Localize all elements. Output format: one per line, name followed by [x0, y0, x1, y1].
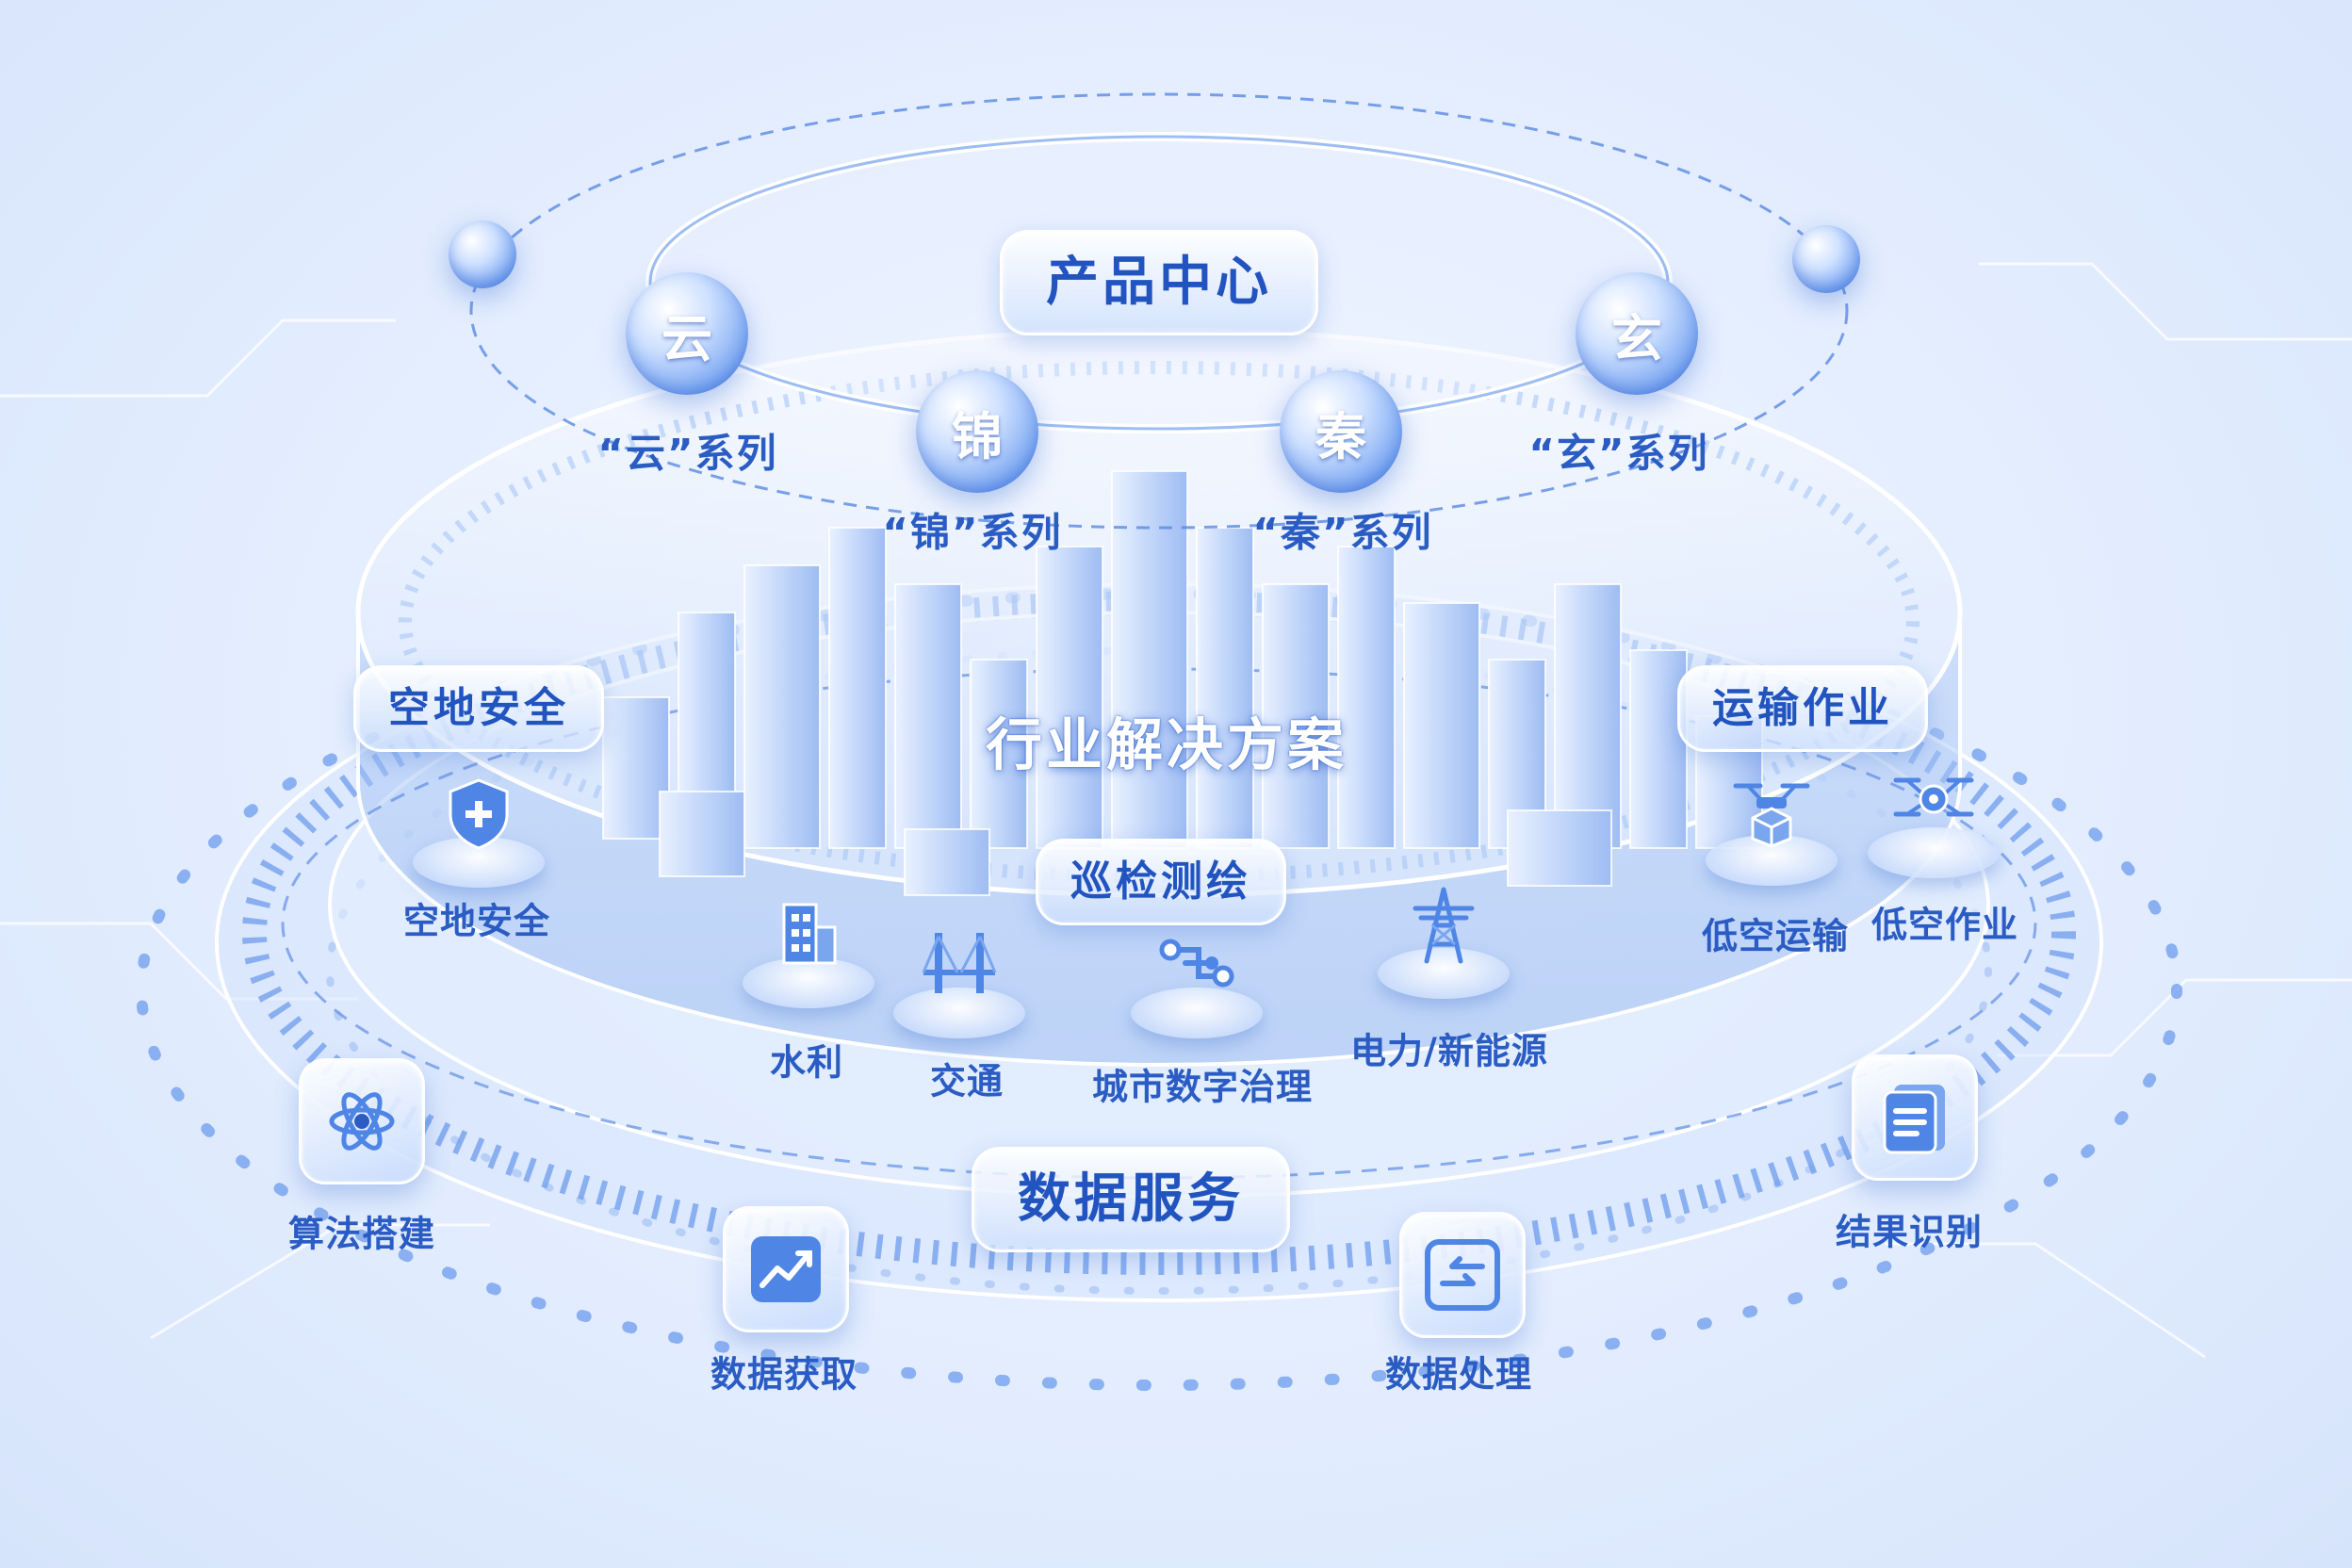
tile-algorithm	[299, 1058, 425, 1184]
industry-solutions-title: 行业解决方案	[986, 712, 1348, 779]
series-label-jin: “锦”系列	[882, 509, 1063, 556]
item-traffic	[893, 925, 1025, 1038]
item-low-altitude-transport	[1706, 773, 1838, 886]
series-label-qin: “秦”系列	[1252, 509, 1433, 556]
item-label-power: 电力/新能源	[1350, 1030, 1548, 1072]
work-drone-icon	[1893, 777, 1974, 817]
cargo-drone-icon	[1733, 783, 1810, 848]
network-nodes-icon	[1159, 939, 1234, 988]
item-ground-security	[413, 775, 545, 888]
item-label-ground-security: 空地安全	[402, 900, 551, 942]
decorative-orb-left	[449, 220, 516, 288]
tile-data-processing	[1399, 1212, 1526, 1338]
group-title-ground-security: 空地安全	[353, 665, 604, 752]
item-label-low-altitude-work: 低空作业	[1870, 904, 2019, 946]
orb-jin: 锦	[916, 370, 1038, 493]
bridge-icon	[922, 933, 997, 993]
tile-data-acquisition	[723, 1206, 849, 1332]
item-label-traffic: 交通	[929, 1060, 1004, 1102]
data-services-title: 数据服务	[972, 1147, 1290, 1252]
item-label-result-recognition: 结果识别	[1835, 1211, 1984, 1253]
item-label-water: 水利	[769, 1041, 844, 1084]
city-buildings	[602, 470, 1763, 896]
orb-qin: 秦	[1280, 370, 1402, 493]
item-label-data-acquisition: 数据获取	[710, 1353, 858, 1396]
inner-dotted-ring	[326, 646, 1992, 1295]
document-list-icon	[1883, 1085, 1945, 1154]
series-label-xuan: “玄”系列	[1528, 430, 1709, 477]
tile-result-recognition	[1852, 1054, 1978, 1181]
item-urban-governance	[1131, 925, 1263, 1038]
tick-ring	[242, 591, 2076, 1275]
decorative-orb-right	[1792, 225, 1860, 293]
orb-yun: 云	[626, 272, 748, 395]
building-icon	[782, 903, 837, 965]
trend-chart-icon	[751, 1236, 821, 1302]
product-center-title: 产品中心	[1000, 230, 1318, 335]
orb-xuan: 玄	[1576, 272, 1698, 395]
item-label-algorithm: 算法搭建	[287, 1213, 436, 1255]
atom-icon	[329, 1092, 395, 1151]
group-title-inspection: 巡检测绘	[1036, 839, 1286, 925]
power-tower-icon	[1413, 887, 1475, 964]
item-label-urban-governance: 城市数字治理	[1091, 1066, 1314, 1108]
item-low-altitude-work	[1868, 765, 2000, 878]
data-transfer-icon	[1425, 1239, 1500, 1311]
circuit-lines	[0, 262, 2352, 1359]
item-power	[1378, 886, 1510, 999]
series-label-yun: “云”系列	[597, 430, 778, 477]
shield-plus-icon	[449, 778, 509, 850]
item-label-data-processing: 数据处理	[1384, 1353, 1533, 1396]
item-label-low-altitude-transport: 低空运输	[1701, 915, 1850, 957]
group-title-transport: 运输作业	[1677, 665, 1928, 752]
item-water	[743, 895, 874, 1008]
product-dashed-ellipse	[469, 92, 1849, 530]
